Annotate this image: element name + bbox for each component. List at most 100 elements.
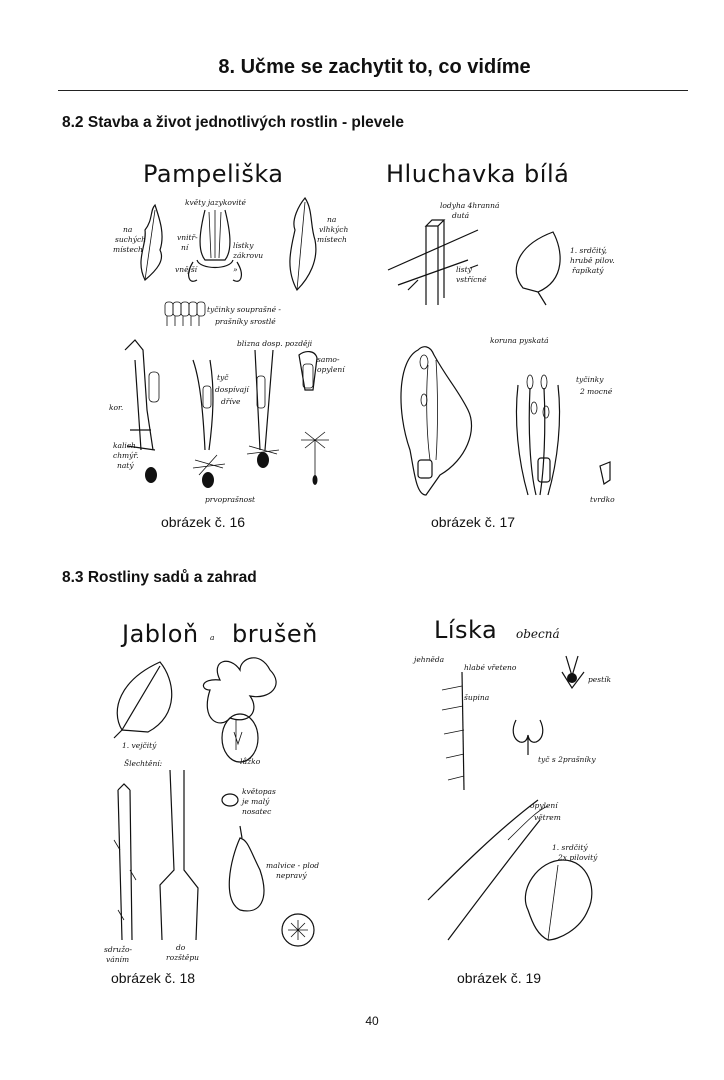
svg-text:dříve: dříve	[221, 397, 241, 406]
svg-text:místech: místech	[113, 245, 143, 254]
figure-18-title-main: Jabloň	[120, 620, 199, 648]
svg-text:hrubě pilov.: hrubě pilov.	[570, 256, 615, 265]
stamen-pair	[512, 719, 544, 755]
svg-text:je malý: je malý	[240, 797, 270, 806]
dandelion-leaf-left	[140, 203, 163, 281]
svg-text:malvice - plod: malvice - plod	[266, 861, 319, 870]
svg-text:chmýř.: chmýř.	[113, 451, 139, 460]
svg-text:kalich: kalich	[113, 441, 136, 450]
svg-text:1. srdčitý: 1. srdčitý	[552, 843, 588, 852]
figure-19: Líska obecná jehněda hlabé vřeteno šupin…	[388, 610, 628, 970]
svg-text:tyč: tyč	[217, 373, 229, 382]
hazel-branch	[427, 799, 541, 941]
svg-text:»: »	[233, 265, 238, 274]
svg-text:listy: listy	[456, 265, 473, 274]
svg-text:lístky: lístky	[233, 241, 254, 250]
svg-text:suchých: suchých	[115, 235, 146, 244]
svg-text:vstřícné: vstřícné	[456, 275, 487, 284]
svg-text:dutá: dutá	[452, 211, 470, 220]
svg-text:květopas: květopas	[242, 787, 276, 796]
svg-text:na: na	[327, 215, 336, 224]
apple-pear-drawing: Jabloň a brušeň 1. vejčitý lůžko Šlechtě…	[104, 620, 319, 964]
svg-text:řapíkatý: řapíkatý	[572, 266, 604, 275]
svg-text:sdružo-: sdružo-	[104, 945, 133, 954]
floret-1	[124, 339, 154, 451]
svg-text:zákrovu: zákrovu	[232, 251, 263, 260]
svg-text:jehněda: jehněda	[412, 655, 444, 664]
svg-text:místech: místech	[317, 235, 347, 244]
svg-text:1. srdčitý,: 1. srdčitý,	[570, 246, 607, 255]
svg-text:2 mocné: 2 mocné	[579, 387, 613, 396]
svg-text:1. vejčitý: 1. vejčitý	[122, 741, 157, 750]
figure-18-caption: obrázek č. 18	[111, 970, 196, 986]
section-title-8-2: 8.2 Stavba a život jednotlivých rostlin …	[62, 114, 404, 131]
svg-text:Šlechtění:: Šlechtění:	[124, 759, 163, 768]
grafting-branch-2	[159, 769, 199, 941]
svg-text:2x pilovitý: 2x pilovitý	[557, 853, 598, 862]
svg-text:koruna pyskatá: koruna pyskatá	[490, 336, 549, 345]
svg-text:tvrdko: tvrdko	[590, 495, 615, 504]
figure-17-caption: obrázek č. 17	[431, 514, 516, 530]
svg-text:lůžko: lůžko	[240, 757, 261, 766]
grafting-branch-1	[117, 783, 133, 941]
lipped-flower	[400, 346, 473, 496]
svg-text:pestík: pestík	[588, 675, 612, 684]
stamens	[515, 384, 561, 496]
figure-16: Pampeliška květy jazykovité na suchých m…	[105, 150, 375, 510]
svg-text:vnitř-: vnitř-	[177, 233, 198, 242]
svg-text:lodyha 4hranná: lodyha 4hranná	[440, 201, 500, 210]
figure-18: Jabloň a brušeň 1. vejčitý lůžko Šlechtě…	[100, 610, 370, 970]
svg-text:vnější: vnější	[175, 265, 199, 274]
svg-text:nosatec: nosatec	[242, 807, 272, 816]
svg-text:rozštěpu: rozštěpu	[166, 953, 199, 962]
svg-text:šupina: šupina	[464, 693, 489, 702]
svg-text:opylení: opylení	[317, 365, 346, 374]
apple-cross-section	[281, 913, 315, 947]
apple-flower	[202, 657, 277, 724]
svg-text:dospívají: dospívají	[215, 385, 250, 394]
figure-17: Hluchavka bílá lodyha 4hranná dutá listy…	[378, 150, 638, 510]
svg-text:prvoprašnost: prvoprašnost	[205, 495, 256, 504]
svg-text:nepravý: nepravý	[276, 871, 307, 880]
svg-text:květy jazykovité: květy jazykovité	[185, 198, 247, 207]
dandelion-flower-head	[199, 209, 231, 261]
hazel-drawing: Líska obecná jehněda hlabé vřeteno šupin…	[412, 616, 612, 941]
section-title-8-3: 8.3 Rostliny sadů a zahrad	[62, 569, 257, 586]
figure-18-title-second: brušeň	[232, 620, 318, 648]
svg-text:váním: váním	[106, 955, 129, 964]
svg-text:blizna dosp. později: blizna dosp. později	[237, 339, 313, 348]
svg-text:hlabé vřeteno: hlabé vřeteno	[464, 663, 517, 672]
figure-19-caption: obrázek č. 19	[457, 970, 542, 986]
dead-nettle-drawing: Hluchavka bílá lodyha 4hranná dutá listy…	[386, 160, 615, 504]
figure-19-title-main: Líska	[434, 616, 497, 644]
svg-text:tyčinky: tyčinky	[576, 375, 604, 384]
figure-16-title: Pampeliška	[143, 160, 284, 188]
svg-text:ní: ní	[181, 243, 190, 252]
figure-16-caption: obrázek č. 16	[161, 514, 246, 530]
svg-text:kor.: kor.	[109, 403, 123, 412]
figure-17-title: Hluchavka bílá	[386, 160, 569, 188]
square-stem	[424, 219, 446, 305]
svg-text:prašníky srostlé: prašníky srostlé	[215, 317, 276, 326]
svg-text:na: na	[123, 225, 132, 234]
svg-text:tyč s 2prašníky: tyč s 2prašníky	[538, 755, 596, 764]
catkin-axis	[461, 671, 465, 791]
svg-text:samo-: samo-	[317, 355, 340, 364]
header-rule	[58, 90, 688, 91]
heart-leaf-serrated	[524, 859, 593, 941]
svg-text:do: do	[176, 943, 186, 952]
svg-text:opylení: opylení	[530, 801, 559, 810]
ovate-leaf	[113, 661, 173, 739]
chapter-title: 8. Učme se zachytit to, co vidíme	[218, 56, 531, 78]
figure-19-title-second: obecná	[516, 627, 560, 641]
svg-text:větrem: větrem	[534, 813, 561, 822]
heart-leaf	[515, 231, 561, 306]
dandelion-drawing: Pampeliška květy jazykovité na suchých m…	[109, 160, 348, 504]
pistil	[561, 655, 585, 690]
pear-fruit	[228, 825, 265, 912]
svg-text:natý: natý	[117, 461, 134, 470]
page-number: 40	[365, 1014, 379, 1028]
dandelion-leaf-right	[289, 197, 317, 291]
svg-text:vlhkých: vlhkých	[319, 225, 348, 234]
svg-text:a: a	[210, 633, 214, 642]
